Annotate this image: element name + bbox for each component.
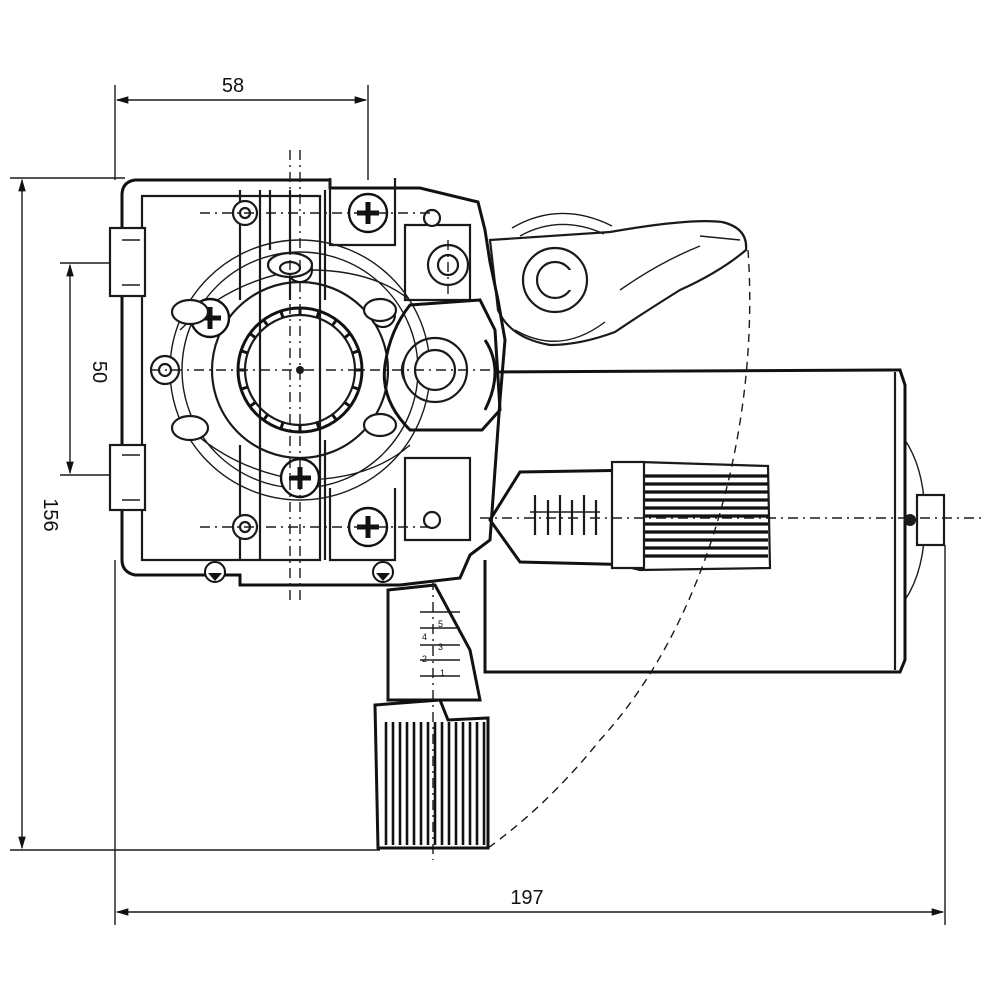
motor-can (483, 368, 946, 674)
output-shaft-splines (238, 308, 362, 432)
plug-ribs (384, 722, 486, 845)
gear-housing (108, 178, 507, 587)
crank-pivot (382, 298, 502, 432)
spline-tooth (248, 332, 257, 339)
coupling-ribs (645, 474, 768, 558)
dimension-50: 50 (66, 263, 110, 475)
pin-label-4: 4 (422, 632, 427, 642)
dimension-156: 156 (18, 178, 61, 850)
dimension-197: 197 (115, 887, 945, 916)
spline-tooth (248, 401, 257, 408)
dim-label-50: 50 (88, 361, 110, 383)
spline-tooth (279, 421, 285, 430)
dim-label-197: 197 (510, 887, 543, 909)
spline-tooth (240, 349, 249, 355)
connector-plug (373, 698, 490, 850)
dim-label-156: 156 (39, 498, 61, 531)
spline-tooth (343, 332, 352, 339)
pin-label-5: 5 (438, 619, 443, 629)
spline-tooth (351, 385, 360, 391)
extension-lines (10, 85, 946, 925)
spline-tooth (351, 349, 360, 355)
spline-tooth (331, 413, 338, 422)
spline-tooth (279, 310, 285, 319)
spline-tooth (331, 318, 338, 327)
tab-screw-icon (204, 561, 226, 583)
spline-tooth (343, 401, 352, 408)
spline-tooth (315, 421, 321, 430)
tab-screw-icon (372, 561, 394, 583)
crank-arm (488, 212, 748, 347)
spline-tooth (262, 413, 269, 422)
pin-label-1: 1 (440, 668, 445, 678)
spline-tooth (240, 385, 249, 391)
worm-shaft (488, 460, 772, 572)
spline-tooth (315, 310, 321, 319)
dimension-58: 58 (115, 75, 368, 104)
connector-housing: 5 4 3 2 1 (386, 580, 482, 860)
pin-label-2: 2 (422, 654, 427, 664)
pin-label-3: 3 (438, 642, 443, 652)
crank-sweep-arc (487, 249, 751, 849)
dim-label-58: 58 (222, 75, 244, 97)
center-lines (150, 150, 985, 600)
cross-screw-icon (347, 192, 389, 234)
spline-tooth (262, 318, 269, 327)
